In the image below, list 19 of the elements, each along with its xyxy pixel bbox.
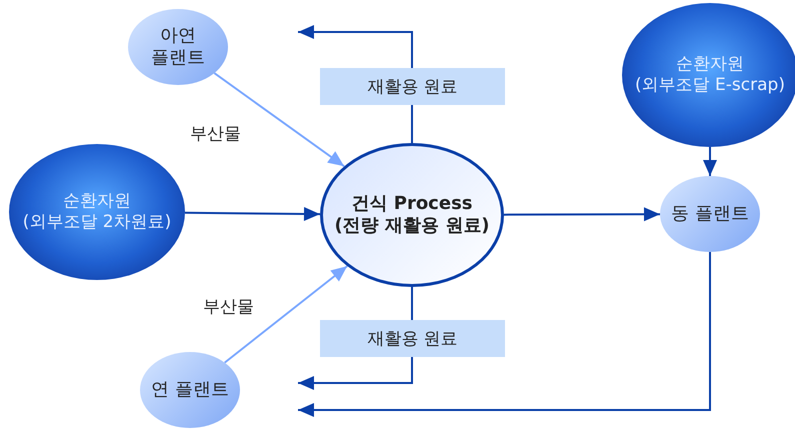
arrow: [703, 147, 717, 176]
node-label: (외부조달 2차원료): [22, 212, 172, 234]
node-label: 순환자원: [676, 54, 744, 75]
node-label: 아연 플랜트: [150, 24, 206, 70]
label-box: 재활용 원료: [320, 68, 505, 105]
edge-label: 부산물: [190, 123, 241, 145]
arrow: [224, 265, 348, 364]
node-label: 순환자원: [63, 190, 131, 212]
arrow: [214, 72, 345, 168]
node-label: 건식 Process: [351, 192, 472, 215]
node-label: 동 플랜트: [671, 202, 749, 226]
node-label: (외부조달 E-scrap): [635, 75, 785, 96]
arrow: [298, 252, 711, 417]
node-label: (전량 재활용 원료): [334, 215, 490, 238]
edge-label: 부산물: [203, 296, 254, 318]
node-label: 연 플랜트: [151, 378, 229, 402]
label-box: 재활용 원료: [320, 320, 505, 357]
arrow: [184, 206, 320, 221]
arrow: [504, 207, 660, 222]
